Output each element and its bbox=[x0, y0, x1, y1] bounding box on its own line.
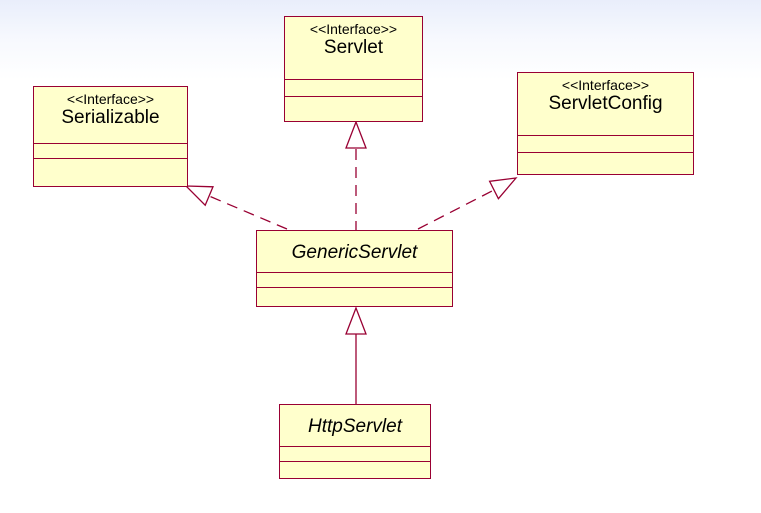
class-header: <<Interface>> ServletConfig bbox=[518, 73, 693, 136]
class-header: GenericServlet bbox=[257, 231, 452, 273]
class-name: ServletConfig bbox=[548, 93, 663, 114]
stereotype-label: <<Interface>> bbox=[309, 21, 398, 37]
attributes-compartment bbox=[518, 136, 693, 153]
attributes-compartment bbox=[257, 273, 452, 288]
class-name: GenericServlet bbox=[291, 242, 418, 263]
operations-compartment bbox=[34, 159, 187, 186]
class-box-servletconfig[interactable]: <<Interface>> ServletConfig bbox=[517, 72, 694, 175]
attributes-compartment bbox=[34, 144, 187, 159]
realization-line bbox=[208, 195, 288, 230]
class-box-genericservlet[interactable]: GenericServlet bbox=[256, 230, 453, 307]
hollow-triangle-arrowhead bbox=[488, 177, 518, 200]
operations-compartment bbox=[518, 153, 693, 174]
class-box-httpservlet[interactable]: HttpServlet bbox=[279, 404, 431, 479]
class-name: Servlet bbox=[323, 37, 384, 58]
realization-generic-to-servletconfig bbox=[417, 177, 518, 230]
hollow-triangle-arrowhead bbox=[184, 185, 214, 207]
class-box-servlet[interactable]: <<Interface>> Servlet bbox=[284, 16, 423, 122]
realization-generic-to-serializable bbox=[184, 185, 288, 230]
class-header: <<Interface>> Serializable bbox=[34, 87, 187, 144]
operations-compartment bbox=[257, 288, 452, 306]
realization-generic-to-servlet bbox=[345, 120, 367, 232]
class-header: <<Interface>> Servlet bbox=[285, 17, 422, 80]
generalization-http-to-generic bbox=[345, 306, 367, 404]
hollow-triangle-arrowhead bbox=[345, 120, 367, 149]
operations-compartment bbox=[280, 462, 430, 478]
class-name: HttpServlet bbox=[308, 416, 402, 437]
attributes-compartment bbox=[285, 80, 422, 97]
stereotype-label: <<Interface>> bbox=[66, 91, 155, 107]
class-name: Serializable bbox=[61, 107, 160, 128]
stereotype-label: <<Interface>> bbox=[561, 77, 650, 93]
operations-compartment bbox=[285, 97, 422, 121]
class-header: HttpServlet bbox=[280, 405, 430, 447]
class-box-serializable[interactable]: <<Interface>> Serializable bbox=[33, 86, 188, 187]
realization-line bbox=[417, 189, 495, 230]
hollow-triangle-arrowhead bbox=[345, 306, 367, 335]
attributes-compartment bbox=[280, 447, 430, 462]
